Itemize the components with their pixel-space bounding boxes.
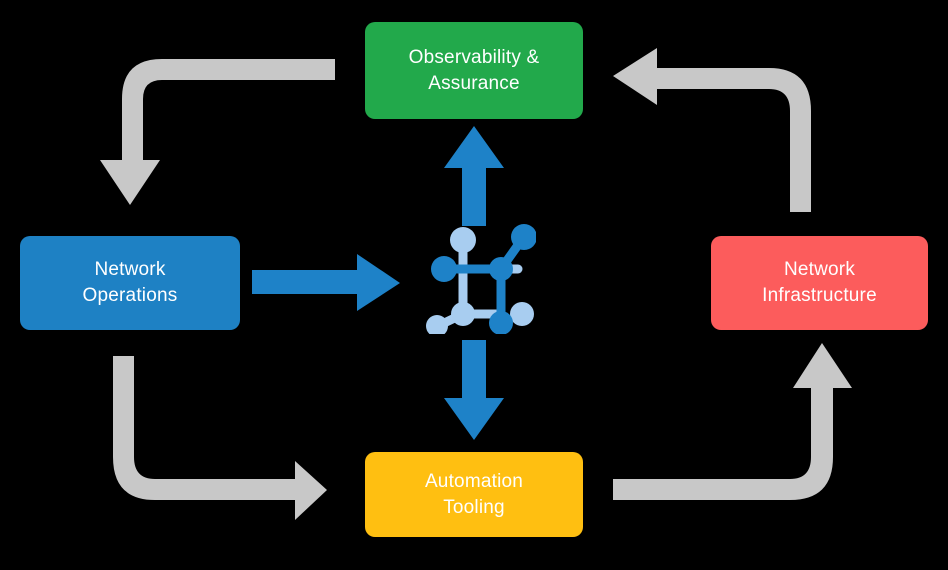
network-node-bottom-left: [426, 315, 448, 334]
arrow-operations-to-hub: [252, 254, 400, 311]
node-automation-tooling-label-line1: Automation: [424, 470, 524, 492]
node-network-infrastructure-label-line1: Network: [783, 259, 856, 281]
network-node-bottom: [489, 311, 513, 334]
arrow-operations-to-automation: [113, 356, 327, 520]
node-network-operations[interactable]: Network Operations: [20, 236, 240, 330]
node-automation-tooling[interactable]: Automation Tooling: [365, 452, 583, 537]
node-observability-label-line1: Observability &: [408, 46, 540, 68]
node-network-infrastructure-label-line2: Infrastructure: [762, 285, 877, 306]
node-observability-assurance[interactable]: Observability & Assurance: [365, 22, 583, 119]
network-topology-icon: [426, 224, 536, 334]
node-network-operations-label-line2: Operations: [82, 285, 178, 306]
network-node-top-right: [511, 224, 536, 250]
node-network-operations-label-line1: Network: [94, 259, 166, 281]
arrow-infrastructure-to-observability: [613, 48, 811, 212]
network-node-center-low: [451, 302, 475, 326]
network-node-hub: [489, 257, 513, 281]
node-network-infrastructure[interactable]: Network Infrastructure: [711, 236, 928, 330]
arrow-observability-to-operations: [100, 59, 335, 205]
network-node-left: [431, 256, 457, 282]
arrow-hub-to-observability: [444, 126, 504, 226]
arrow-automation-to-infrastructure: [613, 343, 852, 500]
network-node-mid-right: [510, 302, 534, 326]
network-node-top-left: [450, 227, 476, 253]
node-automation-tooling-label-line2: Tooling: [443, 496, 505, 518]
node-observability-label-line2: Assurance: [428, 72, 520, 94]
arrow-hub-to-automation: [444, 340, 504, 440]
